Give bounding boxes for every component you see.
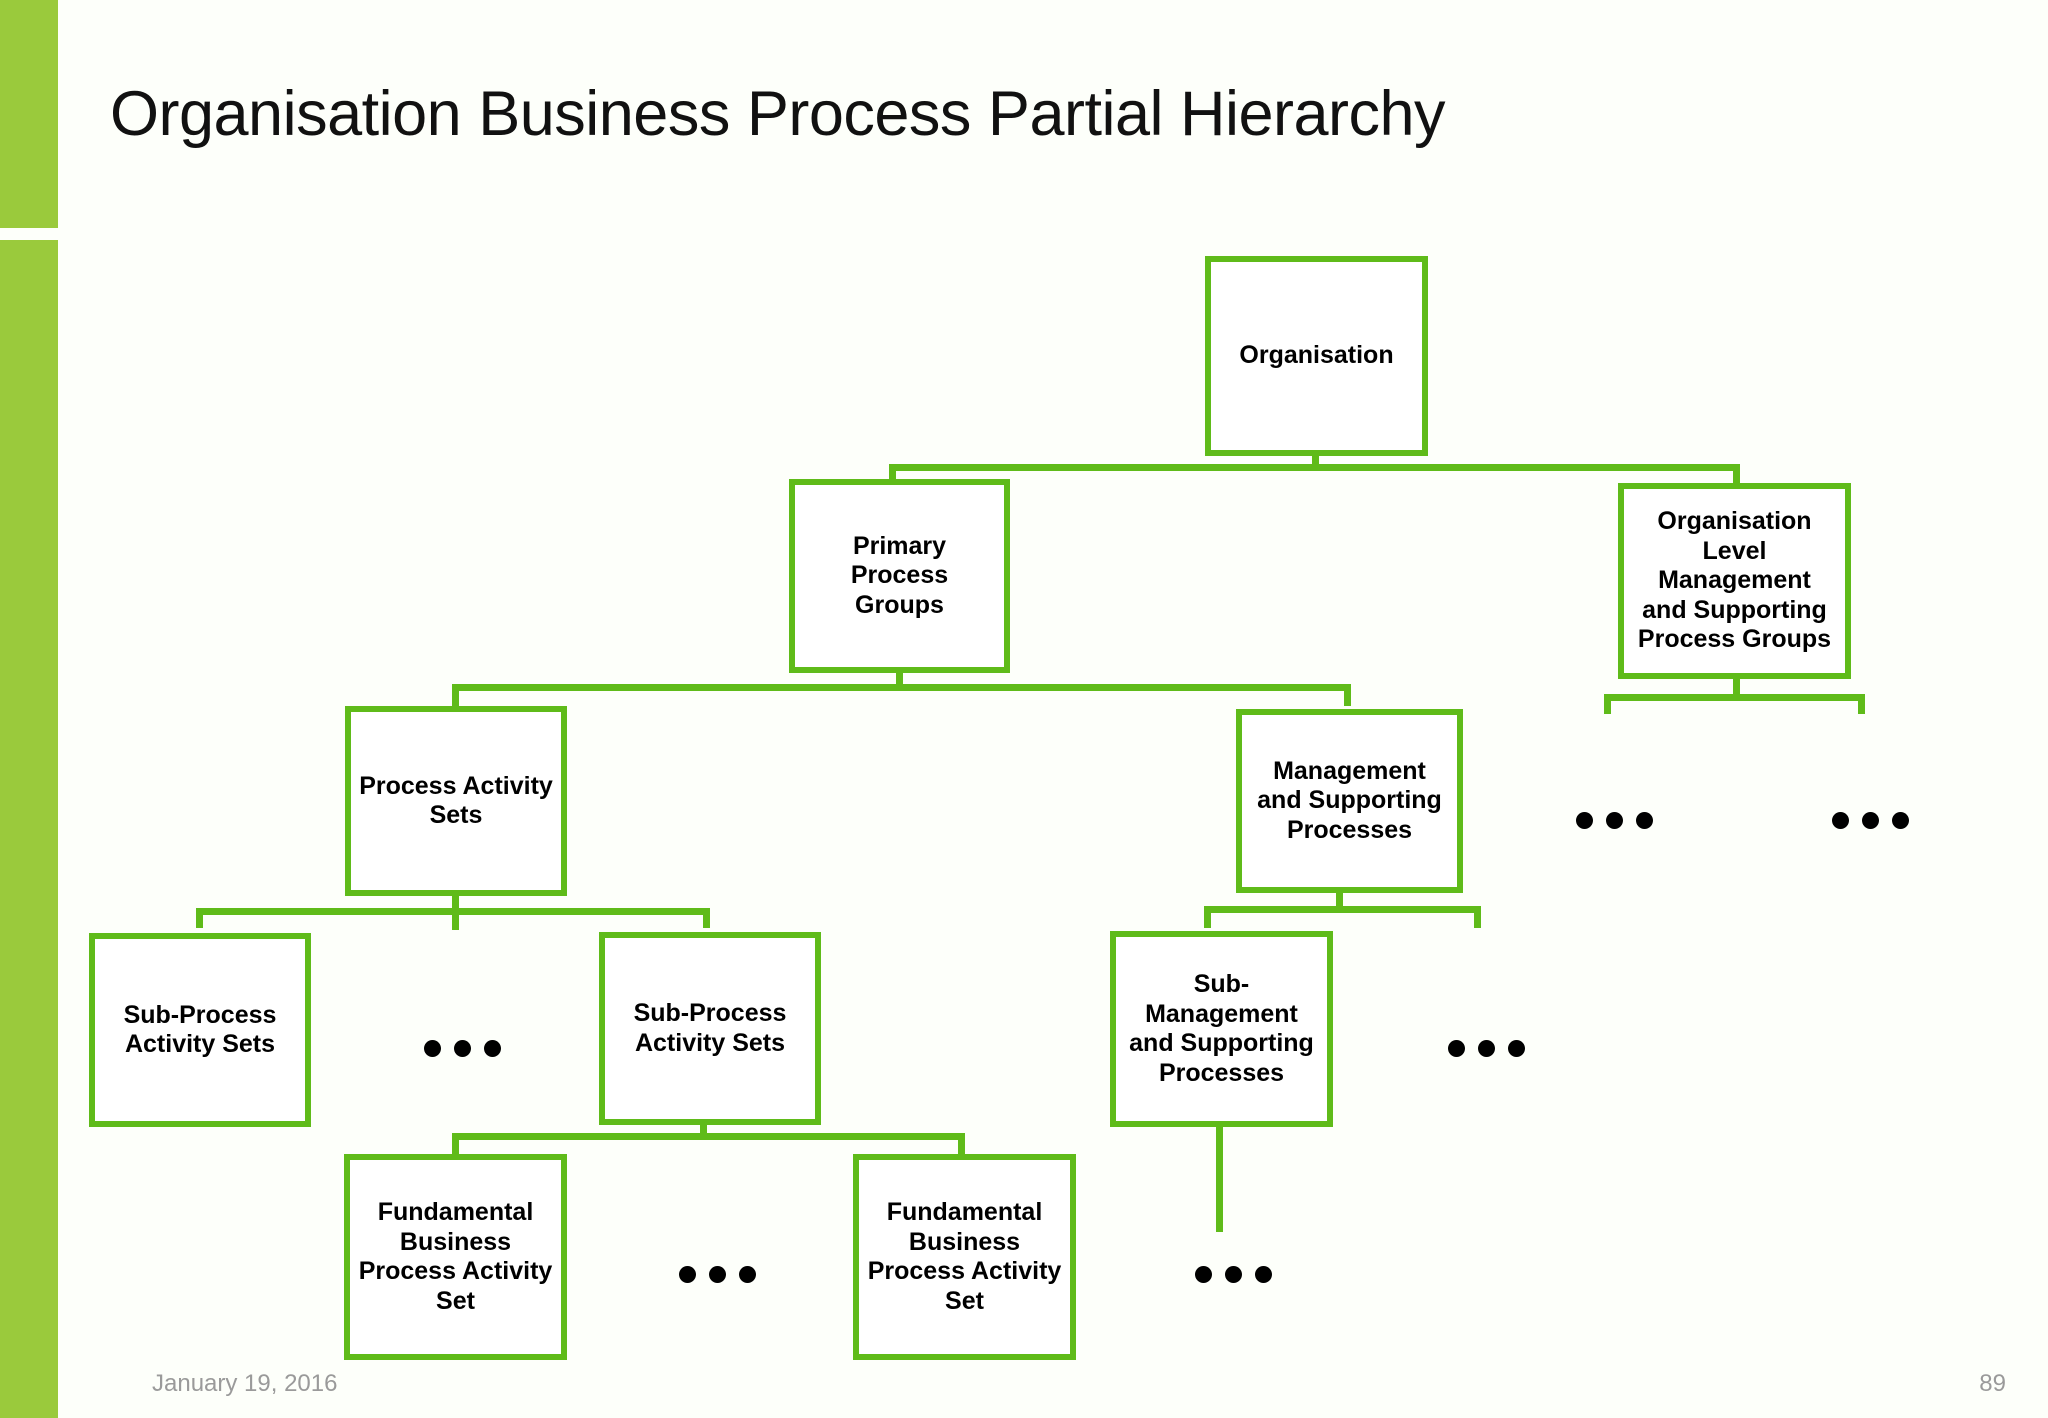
node-primary-process-groups-label: Primary Process Groups xyxy=(850,531,949,619)
connector-mgmt-level3-bus xyxy=(1204,906,1481,913)
node-sub-process-activity-sets-left[interactable]: Sub-Process Activity Sets xyxy=(89,933,311,1127)
sidebar-accent-bar-top xyxy=(0,0,58,228)
connector-mgmt-ellipsis-drop xyxy=(1474,906,1481,928)
ellipsis-sub-process xyxy=(424,1040,501,1057)
ellipsis-org-level-b xyxy=(1832,812,1909,829)
ellipsis-dot xyxy=(1478,1040,1495,1057)
ellipsis-dot xyxy=(1508,1040,1525,1057)
connector-org-level-stem xyxy=(1733,676,1740,696)
node-organisation-level-label: Organisation Level Management and Suppor… xyxy=(1637,507,1832,654)
node-process-activity-sets[interactable]: Process Activity Sets xyxy=(345,706,567,896)
connector-org-level-bus xyxy=(1604,694,1865,701)
connector-mgmt-supporting-stem xyxy=(1336,886,1343,908)
connector-level4-bus xyxy=(452,1133,965,1140)
ellipsis-dot xyxy=(1892,812,1909,829)
node-management-and-supporting-processes[interactable]: Management and Supporting Processes xyxy=(1236,709,1463,893)
connector-fundamental-left-drop xyxy=(452,1133,459,1155)
node-organisation-level-management-supporting-process-groups[interactable]: Organisation Level Management and Suppor… xyxy=(1618,483,1851,679)
node-sub-process-activity-sets-left-label: Sub-Process Activity Sets xyxy=(123,1000,277,1059)
connector-primary-process-stem xyxy=(896,666,903,686)
ellipsis-dot xyxy=(1255,1266,1272,1283)
ellipsis-dot xyxy=(1636,812,1653,829)
connector-subprocess-right-stem xyxy=(700,1115,707,1137)
ellipsis-sub-management xyxy=(1448,1040,1525,1057)
connector-level3-center-stub xyxy=(452,908,459,930)
node-sub-process-activity-sets-right[interactable]: Sub-Process Activity Sets xyxy=(599,932,821,1125)
ellipsis-dot xyxy=(1195,1266,1212,1283)
node-process-activity-sets-label: Process Activity Sets xyxy=(359,771,553,830)
connector-org-level-right-drop xyxy=(1858,694,1865,714)
ellipsis-dot xyxy=(739,1266,756,1283)
node-sub-management-and-supporting-processes[interactable]: Sub- Management and Supporting Processes xyxy=(1110,931,1333,1127)
connector-primary-process-drop xyxy=(889,464,896,484)
ellipsis-dot xyxy=(1448,1040,1465,1057)
connector-org-level-drop xyxy=(1733,464,1740,486)
node-sub-management-and-supporting-processes-label: Sub- Management and Supporting Processes xyxy=(1129,970,1314,1087)
connector-fundamental-right-drop xyxy=(958,1133,965,1155)
ellipsis-fundamental-right xyxy=(1195,1266,1272,1283)
ellipsis-org-level-a xyxy=(1576,812,1653,829)
page-title: Organisation Business Process Partial Hi… xyxy=(110,79,1446,149)
node-fundamental-business-process-activity-set-right[interactable]: Fundamental Business Process Activity Se… xyxy=(853,1154,1076,1360)
ellipsis-dot xyxy=(1832,812,1849,829)
connector-subprocess-right-drop xyxy=(703,908,710,928)
node-fundamental-left-label: Fundamental Business Process Activity Se… xyxy=(358,1198,553,1315)
connector-sub-management-drop xyxy=(1204,906,1211,928)
connector-mgmt-supporting-drop xyxy=(1344,684,1351,706)
ellipsis-dot xyxy=(679,1266,696,1283)
node-organisation-label: Organisation xyxy=(1239,341,1394,370)
node-management-and-supporting-processes-label: Management and Supporting Processes xyxy=(1257,756,1442,844)
ellipsis-fundamental-middle xyxy=(679,1266,756,1283)
connector-level1-bus xyxy=(889,464,1740,471)
node-sub-process-activity-sets-right-label: Sub-Process Activity Sets xyxy=(633,999,787,1057)
sidebar-accent-bar-bottom xyxy=(0,240,58,1418)
ellipsis-dot xyxy=(1576,812,1593,829)
connector-process-activity-drop xyxy=(452,684,459,706)
footer-page-number: 89 xyxy=(1979,1370,2006,1397)
node-fundamental-right-label: Fundamental Business Process Activity Se… xyxy=(867,1198,1062,1315)
ellipsis-dot xyxy=(454,1040,471,1057)
connector-sub-management-stem xyxy=(1216,1122,1223,1232)
node-organisation[interactable]: Organisation xyxy=(1205,256,1428,456)
connector-level2-bus xyxy=(452,684,1351,691)
ellipsis-dot xyxy=(1606,812,1623,829)
ellipsis-dot xyxy=(424,1040,441,1057)
ellipsis-dot xyxy=(484,1040,501,1057)
ellipsis-dot xyxy=(709,1266,726,1283)
connector-process-activity-stem xyxy=(452,890,459,912)
connector-organisation-stem xyxy=(1312,452,1319,470)
ellipsis-dot xyxy=(1862,812,1879,829)
connector-subprocess-left-drop xyxy=(196,908,203,928)
connector-org-level-left-drop xyxy=(1604,694,1611,714)
ellipsis-dot xyxy=(1225,1266,1242,1283)
node-fundamental-business-process-activity-set-left[interactable]: Fundamental Business Process Activity Se… xyxy=(344,1154,567,1360)
node-primary-process-groups[interactable]: Primary Process Groups xyxy=(789,479,1010,673)
footer-date: January 19, 2016 xyxy=(152,1370,338,1397)
